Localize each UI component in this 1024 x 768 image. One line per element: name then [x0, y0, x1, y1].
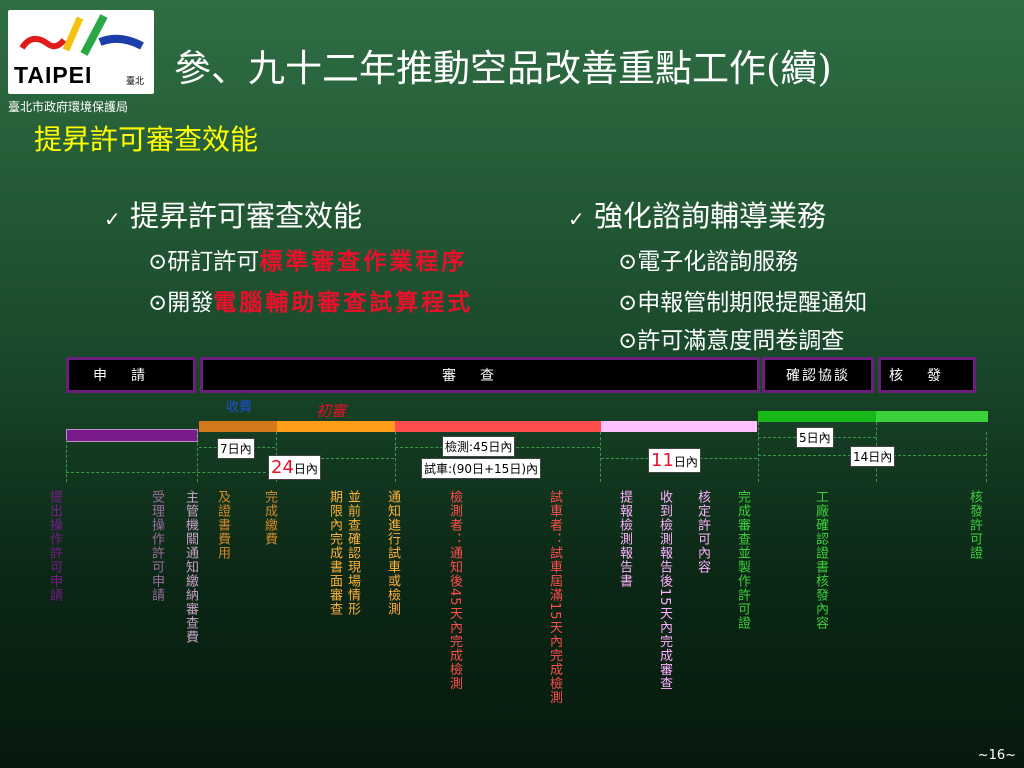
right-item-3-text: 許可滿意度問卷調查	[637, 328, 845, 354]
check-icon: ✓	[104, 207, 121, 231]
circle-bullet-icon: ⊙	[618, 249, 638, 275]
flow-step-9: 檢測者：通知後45天內完成檢測	[447, 490, 462, 691]
review-label: 初審	[316, 402, 347, 420]
bar-initial-review	[277, 421, 395, 432]
left-item-2-prefix: 開發	[167, 290, 214, 316]
bar-issue	[876, 411, 988, 422]
circle-bullet-icon: ⊙	[618, 290, 638, 316]
flow-step-14: 完成審查並製作許可證	[735, 490, 750, 630]
duration-24-num: 24	[271, 457, 294, 478]
duration-24-days: 24日內	[268, 455, 321, 480]
divider-line	[758, 422, 759, 482]
left-item-2: ⊙開發電腦輔助審查試算程式	[148, 283, 473, 317]
right-item-1-text: 電子化諮詢服務	[637, 249, 799, 275]
flow-step-10: 試車者：試車屆滿15天內完成檢測	[547, 490, 562, 705]
page-number: ~16~	[977, 748, 1016, 763]
flow-step-11: 提報檢測報告書	[617, 490, 632, 588]
page-title: 參、九十二年推動空品改善重點工作(續)	[174, 47, 832, 90]
divider-line	[600, 432, 601, 482]
duration-14-days: 14日內	[850, 446, 896, 467]
flow-step-2: 受理操作許可申請	[149, 490, 164, 602]
span-line	[66, 472, 276, 473]
left-item-1: ⊙研訂許可標準審查作業程序	[148, 242, 467, 276]
right-item-1: ⊙電子化諮詢服務	[618, 242, 798, 276]
divider-line	[986, 432, 987, 482]
circle-bullet-icon: ⊙	[148, 249, 168, 275]
flow-step-6: 期限內完成書面審查	[327, 490, 342, 616]
divider-line	[66, 440, 67, 482]
left-heading: ✓ 提昇許可審查效能	[104, 193, 362, 235]
agency-name: 臺北市政府環境保護局	[8, 100, 129, 114]
bar-apply	[66, 429, 198, 442]
right-item-3: ⊙許可滿意度問卷調查	[618, 321, 844, 355]
flow-step-8: 通知進行試車或檢測	[385, 490, 400, 616]
flow-step-3: 主管機關通知繳納審查費	[183, 490, 198, 644]
flow-step-1: 提出操作許可申請	[47, 490, 62, 602]
flow-step-16: 核發許可證	[967, 490, 982, 560]
duration-5-days: 5日內	[796, 427, 834, 448]
duration-11-days: 11日內	[648, 448, 701, 473]
taipei-logo: TAIPEI 臺北	[8, 10, 154, 94]
duration-detect: 檢測:45日內	[442, 436, 516, 457]
phase-apply: 申請	[66, 357, 196, 393]
logo-graphic	[19, 14, 144, 56]
check-icon: ✓	[568, 207, 585, 231]
divider-line	[395, 432, 396, 482]
logo-sub: 臺北	[126, 77, 145, 87]
span-line	[276, 458, 394, 459]
duration-7-days: 7日內	[217, 438, 255, 459]
left-item-1-prefix: 研訂許可	[167, 249, 260, 275]
right-heading: ✓ 強化諮詢輔導業務	[568, 193, 826, 235]
flow-step-5: 完成繳費	[262, 490, 277, 546]
bar-testing	[395, 421, 601, 432]
phase-confirm: 確認協談	[762, 357, 874, 393]
duration-11-num: 11	[651, 450, 674, 471]
duration-24-unit: 日內	[293, 462, 318, 476]
right-item-2-text: 申報管制期限提醒通知	[637, 290, 868, 316]
flow-step-7: 並前查確認現場情形	[345, 490, 360, 616]
flow-step-4: 及證書費用	[215, 490, 230, 560]
duration-trial: 試車:(90日+15日)內	[421, 458, 542, 479]
bar-fee	[199, 421, 277, 432]
left-item-1-emph: 標準審查作業程序	[259, 248, 468, 275]
phase-review: 審查	[200, 357, 760, 393]
flow-step-13: 核定許可內容	[695, 490, 710, 574]
bar-report-review	[601, 421, 757, 432]
right-heading-text: 強化諮詢輔導業務	[593, 199, 826, 233]
duration-11-unit: 日內	[673, 455, 698, 469]
bar-confirm	[758, 411, 876, 422]
right-item-2: ⊙申報管制期限提醒通知	[618, 283, 867, 317]
divider-line	[197, 432, 198, 482]
fee-label: 收費	[226, 400, 253, 415]
circle-bullet-icon: ⊙	[618, 328, 638, 354]
flow-step-12: 收到檢測報告後15天內完成審查	[657, 490, 672, 691]
left-item-2-emph: 電腦輔助審查試算程式	[213, 289, 474, 316]
flow-step-15: 工廠確認證書核發內容	[813, 490, 828, 630]
logo-text: TAIPEI	[14, 62, 93, 88]
left-heading-text: 提昇許可審查效能	[129, 199, 362, 233]
page-subtitle: 提昇許可審查效能	[34, 123, 259, 156]
phase-issue: 核發	[878, 357, 976, 393]
circle-bullet-icon: ⊙	[148, 290, 168, 316]
